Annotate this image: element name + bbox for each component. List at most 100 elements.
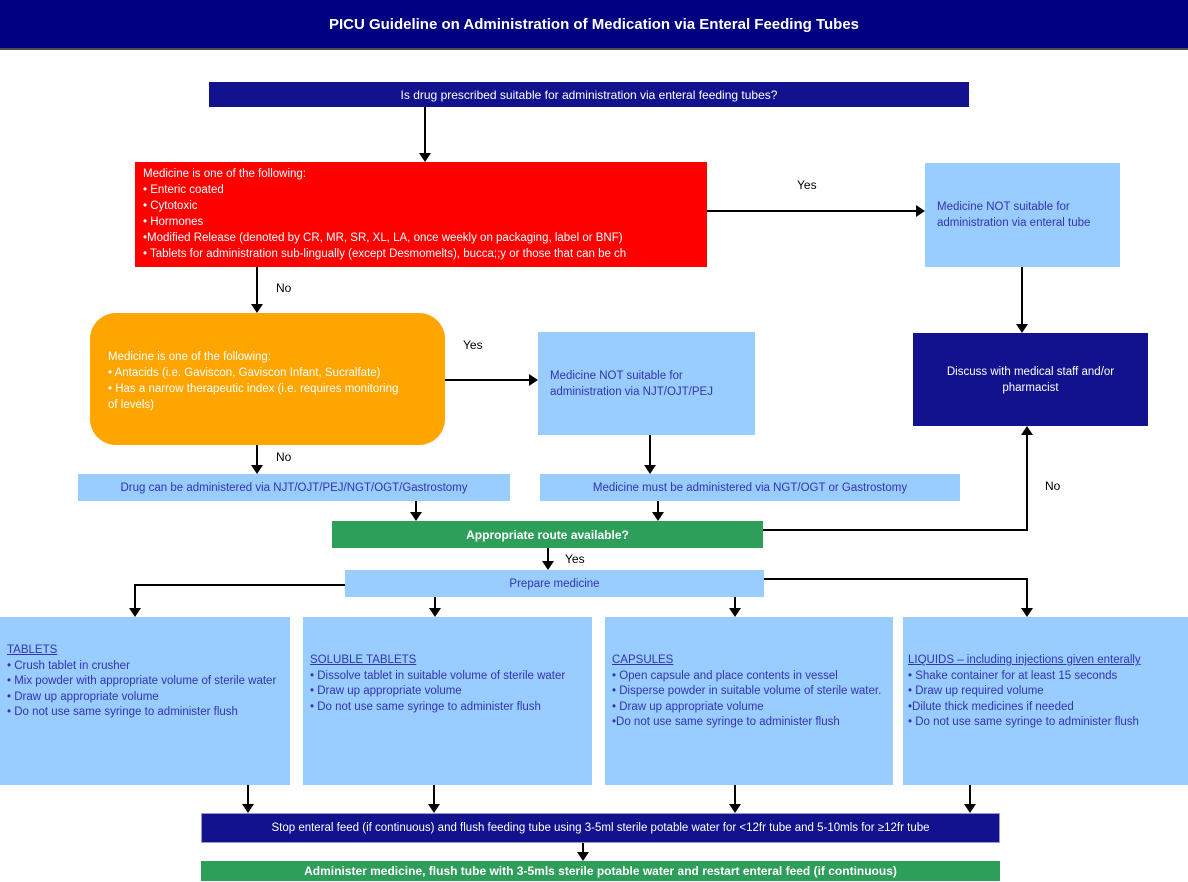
- connector-line: [763, 529, 1028, 531]
- red-box-line: • Hormones: [143, 216, 204, 228]
- no-label: No: [276, 281, 292, 295]
- discuss-text: Discuss with medical staff and/or pharma…: [946, 365, 1115, 394]
- arrowhead-down: [251, 465, 263, 474]
- route-available-text: Appropriate route available?: [466, 527, 629, 542]
- stop-feed-text: Stop enteral feed (if continuous) and fl…: [271, 822, 930, 834]
- connector-line: [734, 597, 736, 608]
- connector-line: [707, 210, 916, 212]
- liquids-item: • Do not use same syringe to administer …: [908, 716, 1139, 728]
- liquids-box: LIQUIDS – including injections given ent…: [903, 617, 1188, 785]
- arrowhead-down: [729, 804, 741, 813]
- connector-line: [582, 843, 584, 852]
- soluble-tablets-heading: SOLUBLE TABLETS: [310, 654, 417, 666]
- connector-line: [734, 785, 736, 804]
- orange-box-line: Medicine is one of the following:: [108, 351, 272, 363]
- orange-box-line: • Antacids (i.e. Gaviscon, Gaviscon Infa…: [108, 367, 381, 379]
- stop-feed-bar: Stop enteral feed (if continuous) and fl…: [201, 813, 1000, 843]
- arrowhead-right: [916, 205, 925, 217]
- connector-line: [445, 379, 529, 381]
- discuss-box: Discuss with medical staff and/or pharma…: [913, 333, 1148, 426]
- arrowhead-down: [652, 512, 664, 521]
- arrowhead-down: [729, 608, 741, 617]
- connector-line: [1021, 267, 1023, 324]
- liquids-item: •Dilute thick medicines if needed: [908, 700, 1074, 713]
- red-box-line: •Modified Release (denoted by CR, MR, SR…: [143, 232, 623, 244]
- not-suitable-njt-box: Medicine NOT suitable for administration…: [538, 332, 755, 435]
- arrowhead-down: [644, 465, 656, 474]
- prepare-medicine-bar: Prepare medicine: [345, 570, 764, 597]
- arrowhead-down: [251, 304, 263, 313]
- no-label: No: [1045, 479, 1061, 493]
- connector-line: [547, 548, 549, 561]
- connector-line: [1026, 578, 1028, 608]
- question-box: Is drug prescribed suitable for administ…: [209, 82, 969, 107]
- red-box-line: • Cytotoxic: [143, 200, 198, 212]
- connector-line: [649, 435, 651, 465]
- connector-line: [434, 597, 436, 608]
- connector-line: [969, 785, 971, 804]
- medicine-must-bar: Medicine must be administered via NGT/OG…: [540, 474, 960, 501]
- arrowhead-down: [428, 804, 440, 813]
- connector-line: [1026, 435, 1028, 531]
- yes-label: Yes: [463, 338, 483, 352]
- not-suitable-enteral-text: Medicine NOT suitable for administration…: [937, 201, 1091, 229]
- arrowhead-down: [129, 608, 141, 617]
- connector-line: [256, 445, 258, 465]
- connector-line: [247, 785, 249, 804]
- prepare-medicine-text: Prepare medicine: [509, 577, 600, 590]
- connector-line: [415, 501, 417, 512]
- drug-can-bar: Drug can be administered via NJT/OJT/PEJ…: [78, 474, 510, 501]
- connector-line: [433, 785, 435, 804]
- arrowhead-down: [419, 153, 431, 162]
- orange-criteria-box: Medicine is one of the following: • Anta…: [90, 313, 445, 445]
- arrowhead-down: [964, 804, 976, 813]
- arrowhead-down: [1021, 608, 1033, 617]
- arrowhead-down: [429, 608, 441, 617]
- tablets-item: • Draw up appropriate volume: [7, 690, 159, 703]
- administer-text: Administer medicine, flush tube with 3-5…: [304, 864, 897, 878]
- arrowhead-down: [1016, 324, 1028, 333]
- arrowhead-up: [1021, 426, 1033, 435]
- not-suitable-enteral-box: Medicine NOT suitable for administration…: [925, 163, 1120, 267]
- medicine-must-text: Medicine must be administered via NGT/OG…: [592, 481, 908, 494]
- red-box-line: • Enteric coated: [143, 184, 224, 196]
- soluble-tablets-item: • Do not use same syringe to administer …: [310, 700, 541, 713]
- route-available-bar: Appropriate route available?: [332, 521, 763, 548]
- soluble-tablets-box: SOLUBLE TABLETS • Dissolve tablet in sui…: [303, 617, 592, 785]
- connector-line: [134, 584, 136, 608]
- capsules-item: • Draw up appropriate volume: [612, 700, 764, 713]
- arrowhead-down: [242, 804, 254, 813]
- page-title: PICU Guideline on Administration of Medi…: [328, 15, 860, 33]
- yes-label: Yes: [565, 552, 585, 566]
- arrowhead-right: [529, 374, 538, 386]
- capsules-heading: CAPSULES: [612, 654, 674, 666]
- connector-line: [256, 267, 258, 304]
- administer-bar: Administer medicine, flush tube with 3-5…: [201, 861, 1000, 881]
- drug-can-text: Drug can be administered via NJT/OJT/PEJ…: [120, 481, 468, 494]
- red-box-line: Medicine is one of the following:: [143, 168, 307, 180]
- tablets-item: • Mix powder with appropriate volume of …: [7, 675, 277, 687]
- tablets-box: TABLETS • Crush tablet in crusher • Mix …: [0, 617, 290, 785]
- orange-box-line: • Has a narrow therapeutic index (i.e. r…: [108, 383, 399, 395]
- capsules-item: •Do not use same syringe to administer f…: [612, 716, 840, 728]
- liquids-item: • Shake container for at least 15 second…: [908, 669, 1118, 682]
- tablets-item: • Crush tablet in crusher: [7, 659, 130, 672]
- arrowhead-down: [410, 512, 422, 521]
- capsules-item: • Disperse powder in suitable volume of …: [612, 685, 882, 697]
- soluble-tablets-item: • Draw up appropriate volume: [310, 685, 462, 697]
- arrowhead-down: [577, 852, 589, 861]
- soluble-tablets-item: • Dissolve tablet in suitable volume of …: [310, 669, 566, 682]
- capsules-item: • Open capsule and place contents in ves…: [612, 669, 838, 682]
- connector-line: [135, 584, 345, 586]
- not-suitable-njt-text: Medicine NOT suitable for administration…: [550, 369, 713, 398]
- liquids-heading: LIQUIDS – including injections given ent…: [908, 654, 1141, 666]
- connector-line: [657, 501, 659, 512]
- yes-label: Yes: [797, 178, 817, 192]
- no-label: No: [276, 450, 292, 464]
- title-bar: PICU Guideline on Administration of Medi…: [0, 0, 1188, 50]
- arrowhead-down: [542, 561, 554, 570]
- connector-line: [424, 107, 426, 153]
- liquids-item: • Draw up required volume: [908, 685, 1044, 697]
- red-box-line: • Tablets for administration sub-lingual…: [143, 248, 627, 260]
